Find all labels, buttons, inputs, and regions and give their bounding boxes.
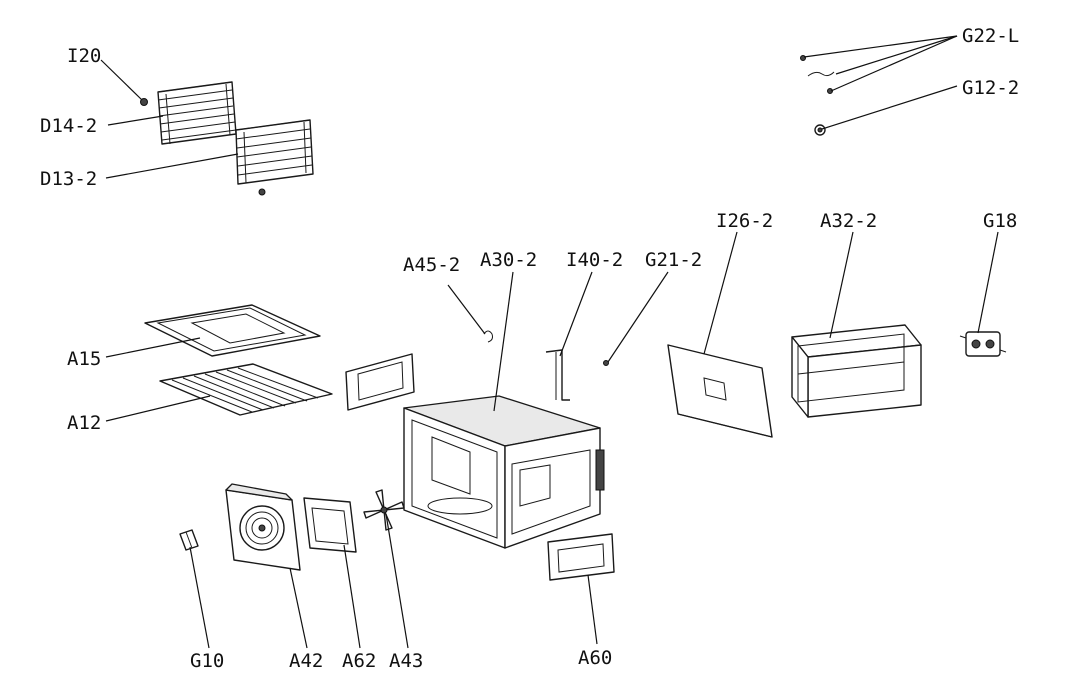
label-a15: A15 [67, 348, 101, 370]
part-g22-l-fasteners [800, 55, 835, 94]
part-d14-2-side-rack [157, 81, 237, 145]
label-g12-2: G12-2 [962, 77, 1019, 99]
part-a43-fan-blade [363, 489, 405, 531]
label-a32-2: A32-2 [820, 210, 877, 232]
part-i20-screw [140, 98, 148, 106]
label-a30-2: A30-2 [480, 249, 537, 271]
label-a42: A42 [289, 650, 323, 672]
part-g10-knob [179, 529, 199, 551]
part-a32-2-outer-casing [791, 324, 922, 418]
label-g21-2: G21-2 [645, 249, 702, 271]
label-i40-2: I40-2 [566, 249, 623, 271]
label-a45-2: A45-2 [403, 254, 460, 276]
label-i20: I20 [67, 45, 101, 67]
part-g18-motor [959, 331, 1007, 357]
label-a43: A43 [389, 650, 423, 672]
part-a60-seal-upper [345, 353, 415, 411]
leader-lines [100, 35, 999, 649]
label-d13-2: D13-2 [40, 168, 97, 190]
label-g18: G18 [983, 210, 1017, 232]
label-g10: G10 [190, 650, 224, 672]
part-g12-2-knob [814, 124, 826, 136]
part-a62-gasket [303, 497, 357, 553]
label-g22-l: G22-L [962, 25, 1019, 47]
part-i40-2-bracket [545, 349, 570, 401]
part-d13-2-side-rack [235, 119, 314, 185]
part-i26-2-insulation [667, 344, 773, 438]
label-d14-2: D14-2 [40, 115, 97, 137]
label-i26-2: I26-2 [716, 210, 773, 232]
part-a30-2-cavity [403, 395, 605, 549]
part-a42-back-cover [225, 483, 301, 571]
part-a12-wire-rack [159, 363, 333, 416]
part-a45-2-hook [483, 330, 493, 343]
part-a60-seal [547, 533, 615, 581]
label-a60: A60 [578, 647, 612, 669]
label-a12: A12 [67, 412, 101, 434]
part-a15-tray [144, 304, 321, 357]
label-a62: A62 [342, 650, 376, 672]
part-g21-2-screw [603, 360, 609, 366]
loose-screw-dot [258, 188, 266, 196]
